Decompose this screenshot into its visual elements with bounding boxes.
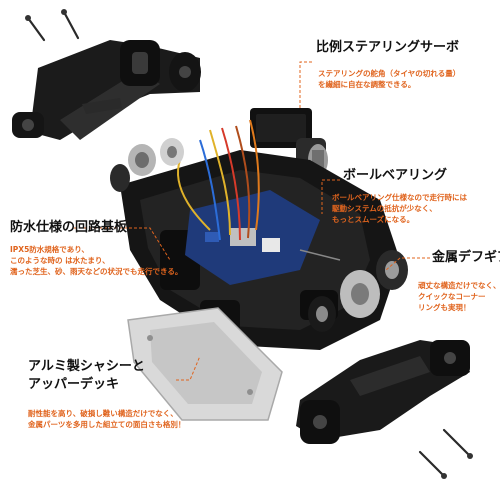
servo-description: ステアリングの舵角（タイヤの切れる量） を繊細に自在な調整できる。: [318, 69, 461, 89]
front-suspension-arm: [12, 40, 201, 140]
chassis-title: アルミ製シャシーと アッパーデッキ: [28, 359, 145, 392]
circuit-board: [185, 190, 320, 285]
aluminum-chassis-plate: [127, 307, 283, 421]
metal-differential-gear: [308, 250, 408, 332]
front-ball-bearing-gears: [110, 138, 184, 192]
gear-title: 金属デフギア: [432, 250, 500, 265]
wire-harness: [177, 119, 341, 261]
bearing-description: ボールベアリング仕様なので走行時には 駆動システムの抵抗が少なく、 もっとスムー…: [332, 193, 467, 224]
screws-top-left: [25, 9, 80, 42]
callout-leader-lines: [74, 61, 430, 381]
bearing-title: ボールベアリング: [343, 168, 448, 183]
circuit-title: 防水仕様の回路基板: [10, 220, 128, 235]
screws-bottom-right: [418, 428, 473, 479]
circuit-description: IPX5防水規格であり、 このような時の は水たまり、 濡った芝生、砂、雨天など…: [10, 245, 183, 276]
gear-description: 頑丈な構造だけでなく、 クイックなコーナー リングも実現！: [418, 281, 500, 312]
servo-title: 比例ステアリングサーボ: [316, 40, 460, 55]
chassis-description: 耐性能を高り、破損し難い構造だけでなく、 金属パーツを多用した組立ての面白さも格…: [28, 409, 186, 429]
rear-suspension-arm: [296, 340, 470, 444]
